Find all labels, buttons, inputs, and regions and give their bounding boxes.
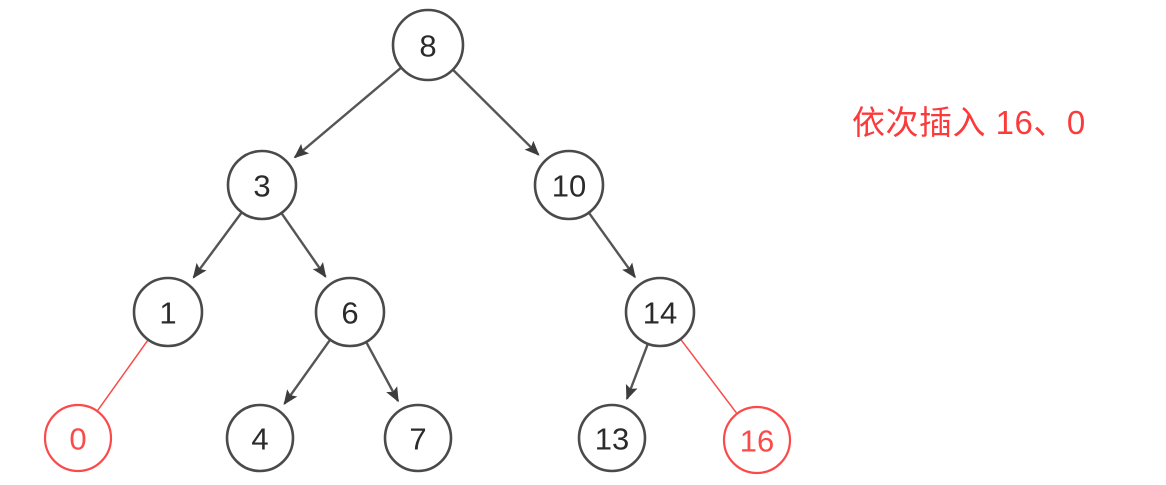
tree-node-1[interactable]: 1 bbox=[132, 276, 204, 348]
node-label-1: 1 bbox=[159, 296, 176, 331]
node-circle-3 bbox=[226, 149, 298, 221]
node-circle-10 bbox=[533, 149, 605, 221]
insertion-annotation-label: 依次插入 16、0 bbox=[852, 104, 1086, 141]
node-label-16: 16 bbox=[740, 424, 774, 459]
tree-edge-1-to-0 bbox=[97, 340, 149, 411]
node-label-10: 10 bbox=[552, 169, 586, 204]
tree-node-0[interactable]: 0 bbox=[43, 403, 113, 473]
node-label-4: 4 bbox=[251, 422, 268, 457]
tree-node-7[interactable]: 7 bbox=[383, 403, 453, 473]
node-circle-1 bbox=[132, 276, 204, 348]
node-label-8: 8 bbox=[419, 29, 436, 64]
tree-edge-8-to-3 bbox=[293, 67, 402, 159]
tree-edge-10-to-14 bbox=[588, 212, 636, 279]
node-circle-13 bbox=[577, 403, 647, 473]
tree-edge-3-to-1 bbox=[192, 212, 243, 279]
node-label-0: 0 bbox=[69, 422, 86, 457]
tree-node-8[interactable]: 8 bbox=[391, 8, 465, 82]
node-circle-8 bbox=[391, 8, 465, 82]
node-circle-6 bbox=[314, 276, 386, 348]
tree-edge-14-to-16 bbox=[680, 339, 738, 414]
node-label-7: 7 bbox=[409, 422, 426, 457]
node-label-6: 6 bbox=[341, 296, 358, 331]
node-circle-0 bbox=[43, 403, 113, 473]
tree-node-14[interactable]: 14 bbox=[624, 276, 696, 348]
tree-edge-14-to-13 bbox=[625, 344, 649, 401]
node-label-14: 14 bbox=[643, 296, 677, 331]
node-circle-4 bbox=[225, 403, 295, 473]
node-circle-14 bbox=[624, 276, 696, 348]
tree-node-10[interactable]: 10 bbox=[533, 149, 605, 221]
node-circle-16 bbox=[722, 405, 792, 475]
tree-edge-6-to-7 bbox=[365, 342, 400, 403]
tree-node-16[interactable]: 16 bbox=[722, 405, 792, 475]
tree-node-3[interactable]: 3 bbox=[226, 149, 298, 221]
tree-edge-6-to-4 bbox=[283, 339, 331, 405]
tree-node-4[interactable]: 4 bbox=[225, 403, 295, 473]
node-circle-7 bbox=[383, 403, 453, 473]
tree-node-6[interactable]: 6 bbox=[314, 276, 386, 348]
tree-node-13[interactable]: 13 bbox=[577, 403, 647, 473]
tree-edge-8-to-10 bbox=[452, 69, 540, 156]
edges-layer bbox=[97, 67, 738, 414]
tree-edge-3-to-6 bbox=[280, 213, 327, 278]
node-label-13: 13 bbox=[595, 422, 629, 457]
node-label-3: 3 bbox=[253, 169, 270, 204]
